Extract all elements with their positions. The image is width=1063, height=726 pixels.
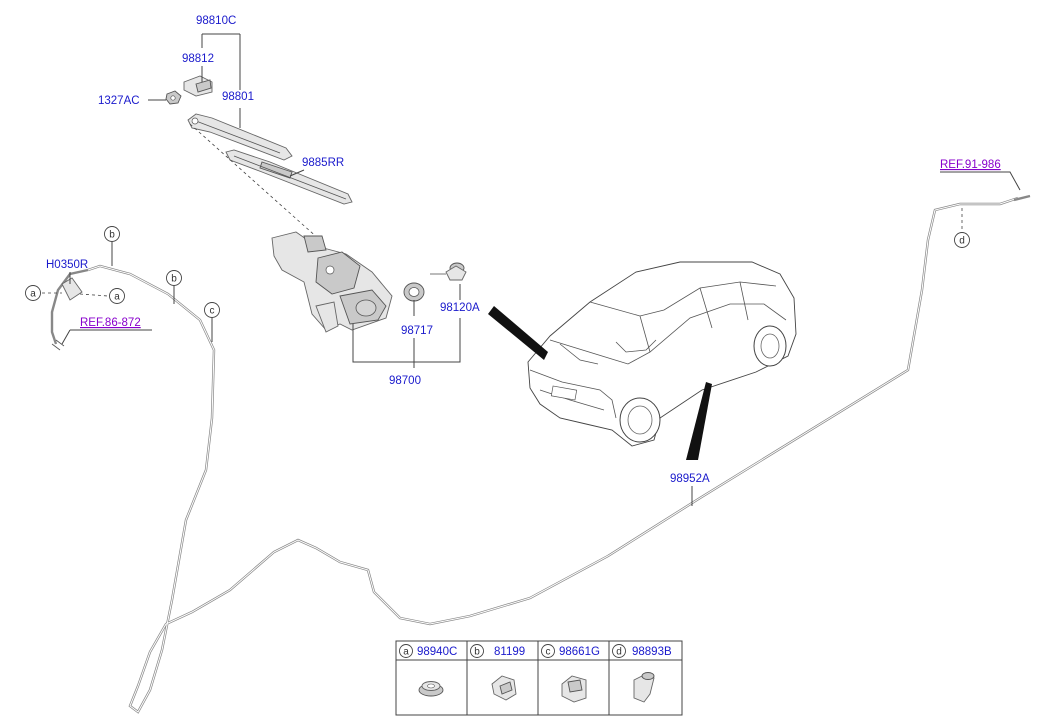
svg-text:b: b [474, 647, 480, 658]
legend-cell-b: b 81199 [470, 644, 525, 658]
clip-a-drawing [418, 681, 444, 697]
ref-86-872-link[interactable]: REF.86-872 [80, 317, 141, 329]
label-1327ac: 1327AC [98, 95, 140, 107]
clip-b-drawing [491, 675, 517, 701]
pointer-to-rear-wiper [488, 306, 548, 360]
wiper-arm-drawing [187, 113, 293, 161]
leader-ref86 [61, 329, 152, 345]
label-h0350r: H0350R [46, 259, 88, 271]
svg-text:a: a [114, 292, 120, 303]
fastener-drawing [430, 262, 467, 281]
hose-joint-drawing [51, 277, 83, 351]
legend-cell-d: d 98893B [612, 644, 672, 658]
svg-text:d: d [616, 647, 622, 658]
leader-a-right [79, 293, 109, 297]
callout-b-top: b [104, 226, 120, 242]
label-98717: 98717 [401, 325, 433, 337]
ref-91-986-link[interactable]: REF.91-986 [940, 159, 1001, 171]
callout-a-right: a [109, 288, 125, 304]
svg-text:b: b [171, 274, 177, 285]
label-98120a: 98120A [440, 302, 480, 314]
leader-98810c [201, 33, 241, 128]
callout-b-mid: b [166, 270, 182, 286]
callout-a-left: a [25, 285, 41, 301]
label-98952a: 98952A [670, 473, 710, 485]
label-98810c: 98810C [196, 15, 236, 27]
leader-98700 [352, 318, 461, 368]
wiper-motor-drawing [271, 231, 393, 333]
svg-text:b: b [109, 230, 115, 241]
legend-cell-c: c 98661G [541, 644, 600, 658]
legend-cell-a: a 98940C [399, 644, 457, 658]
grommet-drawing [403, 282, 425, 302]
label-98812: 98812 [182, 53, 214, 65]
nut-drawing [165, 90, 182, 105]
car-drawing [527, 261, 797, 447]
svg-text:c: c [210, 306, 215, 317]
wiper-cap-drawing [183, 75, 213, 97]
legend-table: a 98940C b 81199 c 98661G d 98893B [395, 640, 683, 716]
svg-text:c: c [546, 647, 551, 658]
svg-text:98661G: 98661G [559, 646, 600, 658]
svg-text:81199: 81199 [494, 646, 525, 658]
label-98700: 98700 [389, 375, 421, 387]
wiper-blade-drawing [225, 149, 353, 205]
leader-9885rr [289, 169, 305, 177]
svg-text:98940C: 98940C [417, 646, 457, 658]
leader-ref91 [940, 171, 1021, 191]
svg-text:a: a [403, 647, 409, 658]
svg-text:98893B: 98893B [632, 646, 672, 658]
callout-c: c [204, 302, 220, 318]
pointer-to-hose-route [686, 382, 712, 460]
callout-d: d [954, 232, 970, 248]
svg-text:d: d [959, 236, 965, 247]
clip-d-drawing [633, 672, 655, 703]
assembly-axis-line [189, 123, 321, 241]
label-9885rr: 9885RR [302, 157, 344, 169]
svg-text:a: a [30, 289, 36, 300]
washer-hose [50, 194, 1031, 714]
label-98801: 98801 [222, 91, 254, 103]
clip-c-drawing [561, 675, 587, 703]
